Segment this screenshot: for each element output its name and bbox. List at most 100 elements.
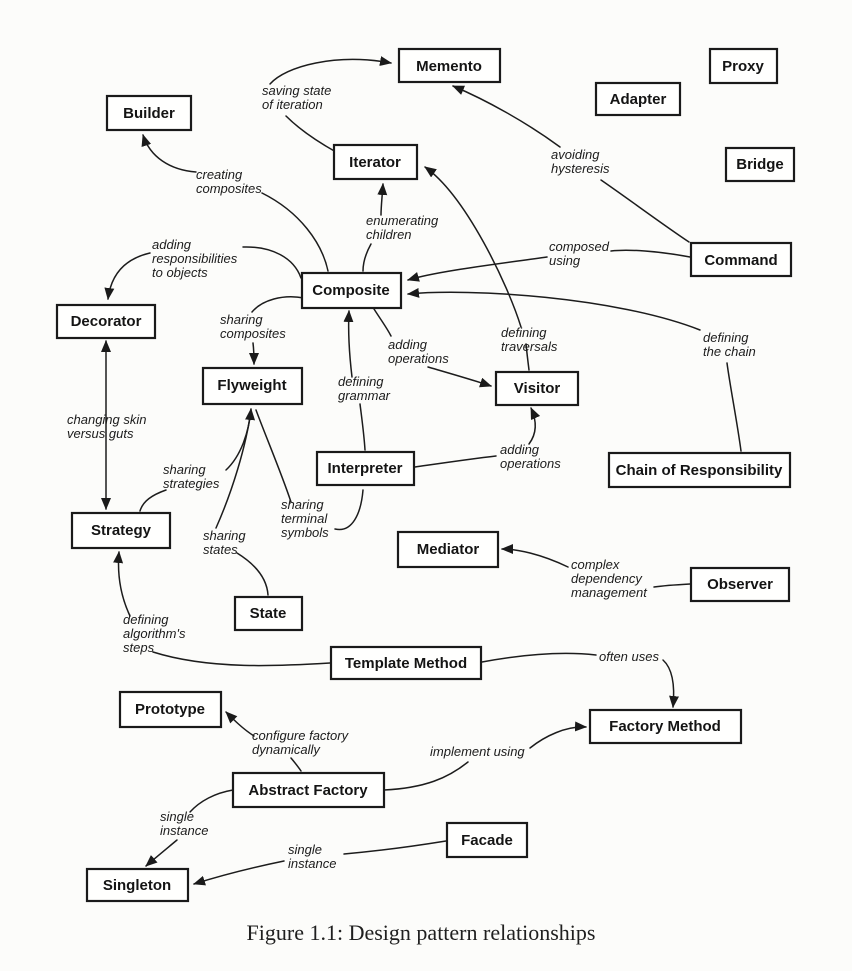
edge-grammar-interpreter [359,403,366,451]
svg-text:grammar: grammar [338,388,391,403]
svg-text:versus guts: versus guts [67,426,134,441]
svg-text:strategies: strategies [163,476,220,491]
box [201,366,304,406]
box [594,81,682,117]
svg-text:dynamically: dynamically [252,742,321,757]
pattern-box-bridge: Bridge [724,146,796,183]
edge-dependency-mediator-arrow [501,544,569,568]
edge-grammar-composite-arrow [343,310,354,378]
pattern-box-strategy: Strategy [70,511,172,550]
svg-text:saving state: saving state [262,83,331,98]
svg-text:adding: adding [388,337,428,352]
box [494,370,580,407]
pattern-box-adapter: Adapter [594,81,682,117]
edge-strategies-flyweight-arrow [225,408,256,471]
pattern-label: Flyweight [217,377,286,394]
edge-label-adding-operations-interpreter: adding operations [500,442,561,471]
edge-strategies-strategy [139,489,167,512]
edge-addops2-interpreter [414,455,497,468]
pattern-box-template-method: Template Method [329,645,483,681]
pattern-label: Adapter [610,91,667,108]
edge-single2-singleton-arrow [193,860,285,886]
svg-text:the chain: the chain [703,344,756,359]
edge-configure-abstract [290,757,302,772]
edge-responsibilities-composite [242,246,302,279]
pattern-box-singleton: Singleton [85,867,190,903]
edge-chain-composite-arrow [407,287,701,331]
svg-text:operations: operations [388,351,449,366]
edge-label-composed-using: composed using [549,239,610,268]
edge-iterator-memento-lower [285,115,337,153]
svg-text:adding: adding [500,442,540,457]
svg-text:children: children [366,227,412,242]
svg-text:single: single [160,809,194,824]
pattern-label: Command [704,252,777,269]
box [118,690,223,729]
edge-label-single-instance-right: single instance [288,842,336,871]
edge-creating-composite [261,192,329,272]
svg-text:composed: composed [549,239,610,254]
pattern-box-visitor: Visitor [494,370,580,407]
box [397,47,502,84]
edge-addops-composite [373,308,392,337]
edge-composed-command [610,249,691,258]
pattern-box-chain-of-responsibility: Chain of Responsibility [607,451,792,489]
edge-traversals-iterator-arrow [424,166,522,328]
edge-label-implement-using: implement using [430,744,525,759]
pattern-box-builder: Builder [105,94,193,132]
pattern-label: Builder [123,105,175,122]
edge-terminal-flyweight [255,409,292,503]
svg-text:configure factory: configure factory [252,728,350,743]
svg-text:algorithm's: algorithm's [123,626,186,641]
pattern-label: Mediator [417,541,480,558]
svg-text:operations: operations [500,456,561,471]
edge-iterator-memento-arrow [269,56,392,85]
svg-text:defining: defining [501,325,547,340]
edge-label-defining-algorithms: defining algorithm's steps [123,612,186,655]
edge-dependency-observer [653,583,691,588]
edge-single1-abstract [189,789,234,813]
edge-label-single-instance-left: single instance [160,809,208,838]
edge-avoiding-memento-arrow [452,85,561,148]
edge-chain-label-stem [726,362,742,452]
edge-label-adding-operations-composite: adding operations [388,337,449,366]
pattern-label: Strategy [91,522,152,539]
box [607,451,792,489]
edge-avoiding-command [600,179,690,243]
edge-enumerating-iterator-arrow [377,183,388,216]
edge-implement-factory-arrow [529,721,587,749]
edge-label-sharing-composites: sharing composites [220,312,286,341]
edge-label-sharing-states: sharing states [203,528,246,557]
svg-text:composites: composites [220,326,286,341]
edge-single2-facade [343,840,447,855]
svg-text:to objects: to objects [152,265,208,280]
edge-algorithms-strategy-arrow [113,551,131,617]
svg-text:management: management [571,585,648,600]
box [588,708,743,745]
pattern-box-observer: Observer [689,566,791,603]
edge-label-creating-composites: creating composites [196,167,262,196]
edge-algorithms-template [152,651,331,667]
svg-text:sharing: sharing [281,497,324,512]
box [105,94,193,132]
edge-responsibilities-decorator-arrow [104,252,151,300]
edge-states-flyweight [215,409,252,529]
pattern-label: State [250,605,287,622]
svg-text:defining: defining [338,374,384,389]
svg-text:changing skin: changing skin [67,412,147,427]
svg-text:enumerating: enumerating [366,213,439,228]
box [396,530,500,569]
edge-label-defining-traversals: defining traversals [501,325,558,354]
edge-configure-prototype-arrow [225,711,255,737]
pattern-label: Decorator [71,313,142,330]
pattern-box-factory-method: Factory Method [588,708,743,745]
edge-sharing-composites-stem [251,296,305,313]
box [300,271,403,310]
svg-text:traversals: traversals [501,339,558,354]
edge-implement-abstract [383,761,469,791]
edge-single1-singleton-arrow [145,839,178,867]
svg-text:defining: defining [123,612,169,627]
box [708,47,779,85]
pattern-label: Abstract Factory [248,782,368,799]
